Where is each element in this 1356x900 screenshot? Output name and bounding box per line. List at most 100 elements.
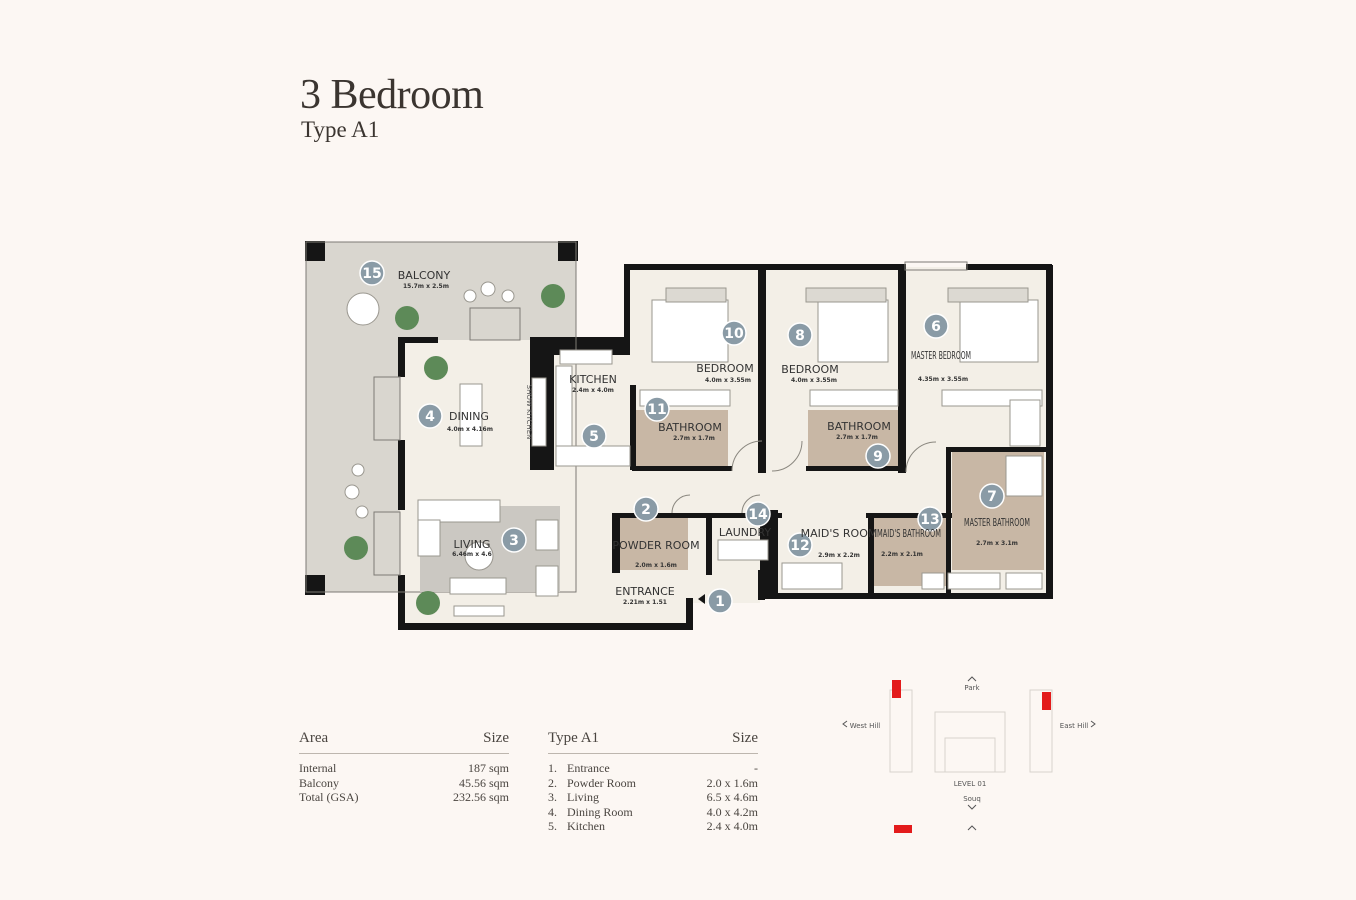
size-col-label: Size: [483, 730, 509, 746]
room-dims: 2.9m x 2.2m: [818, 552, 860, 559]
row-label: Entrance: [567, 761, 610, 775]
chevron-left-icon: [842, 720, 848, 728]
marker-number: 7: [987, 489, 997, 505]
marker-number: 1: [715, 594, 725, 610]
type-table: Type A1 Size 1.Entrance - 2.Powder Room …: [548, 730, 758, 834]
size-col-label: Size: [732, 730, 758, 746]
furniture-chairs: [344, 281, 515, 571]
room-dims: 15.7m x 2.5m: [403, 283, 449, 290]
room-label-bedroom-10: BEDROOM: [696, 362, 753, 375]
type-table-header: Type A1 Size: [548, 730, 758, 754]
room-dims: 2.0m x 1.6m: [635, 562, 677, 569]
balcony-corner: [558, 241, 578, 261]
table-row: 3.Living 6.5 x 4.6m: [548, 790, 758, 805]
marker-number: 4: [425, 409, 435, 425]
row-label: Kitchen: [567, 819, 605, 833]
room-label-living: LIVING: [454, 538, 491, 551]
door-swings: [671, 440, 937, 514]
unit-highlight: [892, 680, 901, 698]
show-kitchen-label: SHOW KITCHEN: [525, 385, 533, 440]
marker-number: 6: [931, 319, 941, 335]
row-label: Living: [567, 790, 599, 804]
marker-number: 13: [920, 512, 939, 528]
room-label-balcony: BALCONY: [398, 269, 451, 282]
room-markers: [359, 260, 1005, 614]
keyplan-east-label: East Hill: [1060, 722, 1088, 730]
balcony-corner: [305, 575, 325, 595]
area-table-header: Area Size: [299, 730, 509, 754]
walls: [398, 264, 1053, 630]
row-value: 4.0 x 4.2m: [706, 804, 758, 819]
row-number: 5.: [548, 819, 557, 833]
room-label-maids-room: MAID'S ROOM: [801, 527, 878, 540]
row-number: 2.: [548, 775, 557, 790]
plants: [344, 284, 565, 615]
room-dims: 2.21m x 1.51: [623, 599, 667, 606]
row-value: 45.56 sqm: [458, 775, 509, 790]
room-dims: 4.0m x 3.55m: [705, 377, 751, 384]
room-label-dining: DINING: [449, 410, 489, 423]
keyplan-north-label: Park: [964, 684, 980, 692]
area-table: Area Size Internal 187 sqm Balcony 45.56…: [299, 730, 509, 805]
keyplan-west-label: West Hill: [850, 722, 881, 730]
room-dims: 4.0m x 4.16m: [447, 426, 493, 433]
room-label-entrance: ENTRANCE: [615, 585, 675, 598]
chevron-down-icon: [967, 804, 977, 810]
room-dims: 4.0m x 3.55m: [791, 377, 837, 384]
row-number: 3.: [548, 790, 557, 804]
table-row: 2.Powder Room 2.0 x 1.6m: [548, 776, 758, 791]
room-label-laundry: LAUNDRY: [719, 526, 772, 539]
marker-number: 15: [362, 266, 381, 282]
row-label: Balcony: [299, 775, 339, 790]
chevron-up-icon: [967, 676, 977, 682]
room-dims: 6.46m x 4.6: [452, 551, 492, 558]
type-col-label: Type A1: [548, 730, 600, 746]
area-col-label: Area: [299, 730, 329, 746]
row-label: Total (GSA): [299, 790, 359, 804]
entrance-arrow-icon: [698, 594, 705, 604]
row-value: 187 sqm: [467, 761, 509, 775]
chevron-right-icon: [1090, 720, 1096, 728]
room-label-maids-bathroom: MAID'S BATHROOM: [877, 527, 941, 540]
room-dims: 2.7m x 1.7m: [673, 435, 715, 442]
table-row: Balcony 45.56 sqm: [299, 776, 509, 791]
row-value: -: [754, 761, 758, 775]
room-label-master-bedroom: MASTER BEDROOM: [911, 349, 971, 362]
room-label-bathroom-9: BATHROOM: [827, 420, 891, 433]
row-number: 1.: [548, 761, 557, 775]
row-value: 2.4 x 4.0m: [706, 819, 758, 833]
room-dims: 2.7m x 3.1m: [976, 540, 1018, 547]
table-row: 4.Dining Room 4.0 x 4.2m: [548, 805, 758, 820]
table-row: 5. Kitchen 2.4 x 4.0m: [548, 819, 758, 834]
marker-number: 14: [748, 507, 768, 523]
table-row: 1. Entrance -: [548, 761, 758, 776]
marker-number: 8: [795, 328, 805, 344]
marker-number: 10: [724, 326, 744, 342]
furniture: [417, 287, 1043, 617]
balcony-corner: [305, 241, 325, 261]
room-label-powder-room: POWDER ROOM: [612, 539, 699, 552]
marker-number: 9: [873, 449, 883, 465]
row-label: Internal: [299, 761, 337, 775]
unit-highlight: [894, 825, 912, 833]
marker-number: 11: [647, 402, 666, 418]
powder-room-floor: [616, 518, 688, 570]
room-dims: 2.2m x 2.1m: [881, 551, 923, 558]
marker-number: 2: [641, 502, 651, 518]
row-label: Powder Room: [567, 775, 636, 790]
keyplan-level-label: LEVEL 01: [954, 780, 987, 788]
row-number: 4.: [548, 804, 557, 819]
unit-highlight: [1042, 692, 1051, 710]
page-subtitle: Type A1: [301, 117, 380, 142]
table-row: Total (GSA) 232.56 sqm: [299, 790, 509, 805]
room-label-bedroom-8: BEDROOM: [781, 363, 838, 376]
room-dims: 2.7m x 1.7m: [836, 434, 878, 441]
row-value: 232.56 sqm: [452, 790, 509, 804]
room-dims: 2.4m x 4.0m: [572, 387, 614, 394]
page-title: 3 Bedroom: [300, 72, 484, 118]
key-plan: Park West Hill East Hill LEVEL 01 Souq: [842, 676, 1096, 833]
marker-number: 3: [509, 533, 519, 549]
room-label-master-bathroom: MASTER BATHROOM: [964, 516, 1030, 529]
balcony-doors: [305, 241, 968, 593]
